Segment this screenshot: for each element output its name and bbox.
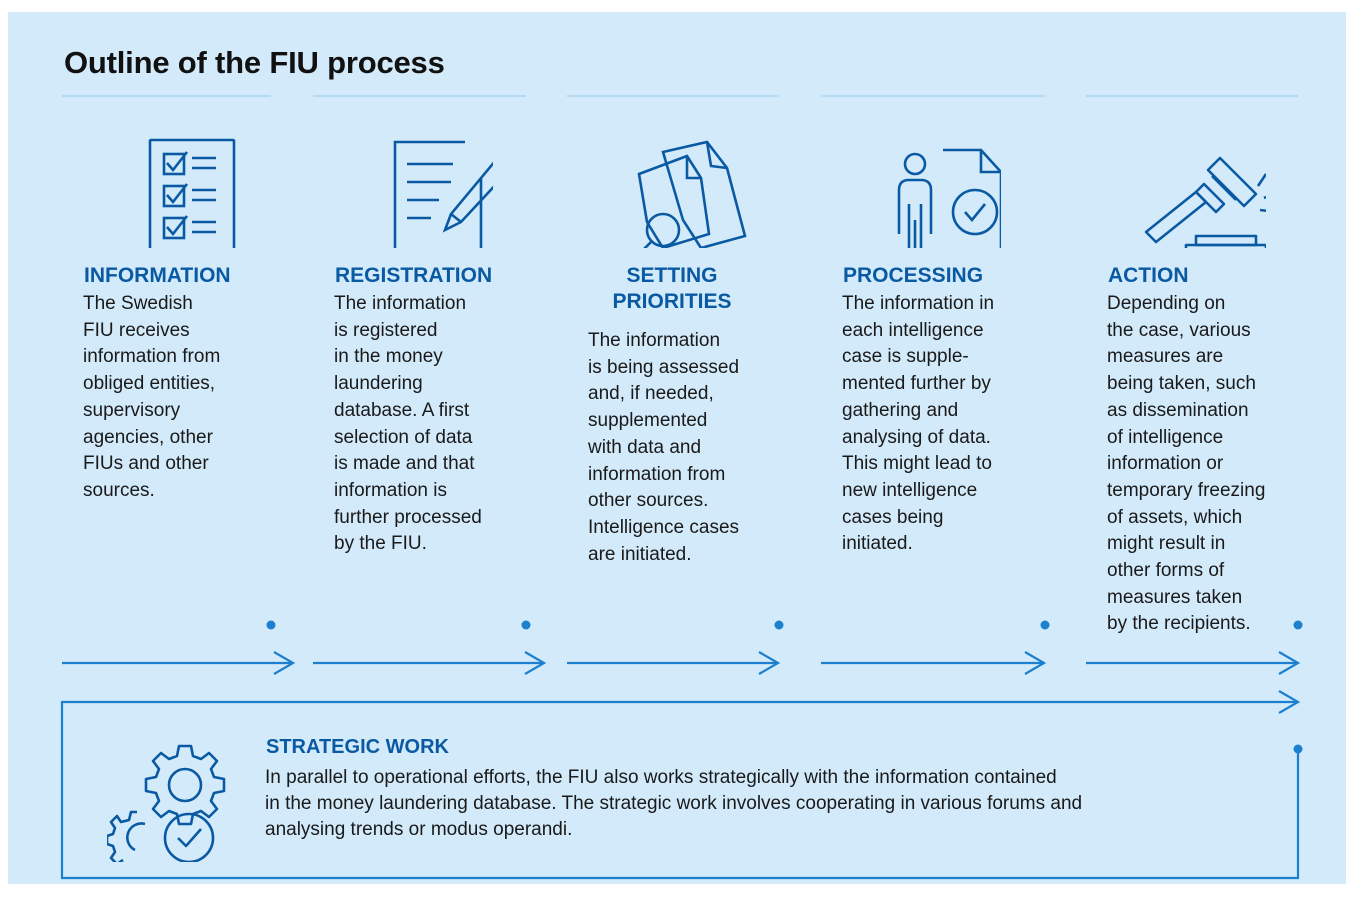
text-line: laundering (334, 373, 423, 395)
text-line: information from (588, 463, 726, 485)
text-line: measures are (1107, 346, 1224, 368)
checklist-icon (148, 138, 236, 248)
step-action: ACTION Depending on the case, various me… (1086, 98, 1326, 698)
step-heading: REGISTRATION (335, 264, 493, 287)
text-line: sources. (83, 479, 155, 501)
gavel-icon (1144, 156, 1266, 248)
text-line: analysing trends or modus operandi. (265, 819, 573, 840)
text-line: case is supple- (842, 346, 969, 368)
text-line: In parallel to operational efforts, the … (265, 767, 1057, 788)
text-line: by the FIU. (334, 533, 427, 555)
text-line: other sources. (588, 490, 709, 512)
text-line: information is (334, 479, 447, 501)
step-heading: SETTING PRIORITIES (567, 263, 777, 315)
strategic-heading: STRATEGIC WORK (266, 736, 449, 758)
step-registration: REGISTRATION The information is register… (313, 98, 553, 698)
text-line: obliged entities, (83, 373, 216, 395)
text-line: being taken, such (1107, 373, 1256, 395)
text-line: information from (83, 346, 221, 368)
text-line: The information (588, 330, 721, 351)
strategic-work-section: STRATEGIC WORK In parallel to operationa… (62, 702, 1298, 878)
text-line: Depending on (1107, 293, 1226, 314)
step-description: The information is being assessed and, i… (588, 328, 788, 568)
text-line: are initiated. (588, 543, 692, 565)
text-line: in the money laundering database. The st… (265, 793, 1083, 814)
text-line: and, if needed, (588, 383, 714, 405)
step-description: The Swedish FIU receives information fro… (83, 291, 283, 505)
text-line: of intelligence (1107, 426, 1224, 448)
text-line: measures taken (1107, 586, 1243, 608)
text-line: information or (1107, 453, 1224, 475)
gears-check-icon (107, 744, 226, 862)
document-pen-icon (393, 140, 493, 248)
strategic-description: In parallel to operational efforts, the … (265, 765, 1245, 843)
text-line: is made and that (334, 453, 475, 475)
text-line: supervisory (83, 399, 181, 421)
text-line: analysing of data. (842, 426, 991, 448)
step-setting-priorities: SETTING PRIORITIES The information is be… (567, 98, 807, 698)
step-description: The information in each intelligence cas… (842, 291, 1042, 558)
text-line: new intelligence (842, 479, 978, 501)
step-description: The information is registered in the mon… (334, 291, 534, 558)
text-line: with data and (588, 436, 702, 458)
text-line: the case, various (1107, 319, 1251, 341)
text-line: further processed (334, 506, 482, 528)
text-line: other forms of (1107, 560, 1225, 582)
person-document-check-icon (897, 148, 1001, 248)
text-line: cases being (842, 506, 944, 528)
text-line: FIUs and other (83, 453, 209, 475)
diagram-canvas: Outline of the FIU process (8, 12, 1346, 884)
text-line: agencies, other (83, 426, 213, 448)
text-line: is registered (334, 319, 438, 341)
step-information: INFORMATION The Swedish FIU receives inf… (62, 98, 302, 698)
text-line: mented further by (842, 373, 991, 395)
text-line: The Swedish (83, 293, 193, 314)
text-line: of assets, which (1107, 506, 1243, 528)
text-line: database. A first (334, 399, 470, 421)
text-line: as dissemination (1107, 399, 1249, 421)
heading-line: PRIORITIES (612, 290, 732, 313)
text-line: in the money (334, 346, 443, 368)
text-line: temporary freezing (1107, 479, 1266, 501)
text-line: gathering and (842, 399, 959, 421)
text-line: This might lead to (842, 453, 992, 475)
page-title: Outline of the FIU process (64, 45, 445, 80)
text-line: The information in (842, 293, 995, 314)
text-line: initiated. (842, 533, 913, 555)
step-heading: ACTION (1108, 264, 1189, 287)
text-line: by the recipients. (1107, 613, 1251, 635)
text-line: might result in (1107, 533, 1226, 555)
text-line: supplemented (588, 410, 708, 432)
step-processing: PROCESSING The information in each intel… (821, 98, 1061, 698)
text-line: is being assessed (588, 356, 740, 378)
text-line: selection of data (334, 426, 473, 448)
text-line: FIU receives (83, 319, 190, 341)
documents-magnifier-icon (637, 140, 747, 248)
step-description: Depending on the case, various measures … (1107, 291, 1307, 638)
heading-line: SETTING (626, 264, 718, 287)
text-line: Intelligence cases (588, 516, 740, 538)
text-line: The information (334, 293, 467, 314)
step-heading: INFORMATION (84, 264, 231, 287)
text-line: each intelligence (842, 319, 984, 341)
step-heading: PROCESSING (843, 264, 984, 287)
